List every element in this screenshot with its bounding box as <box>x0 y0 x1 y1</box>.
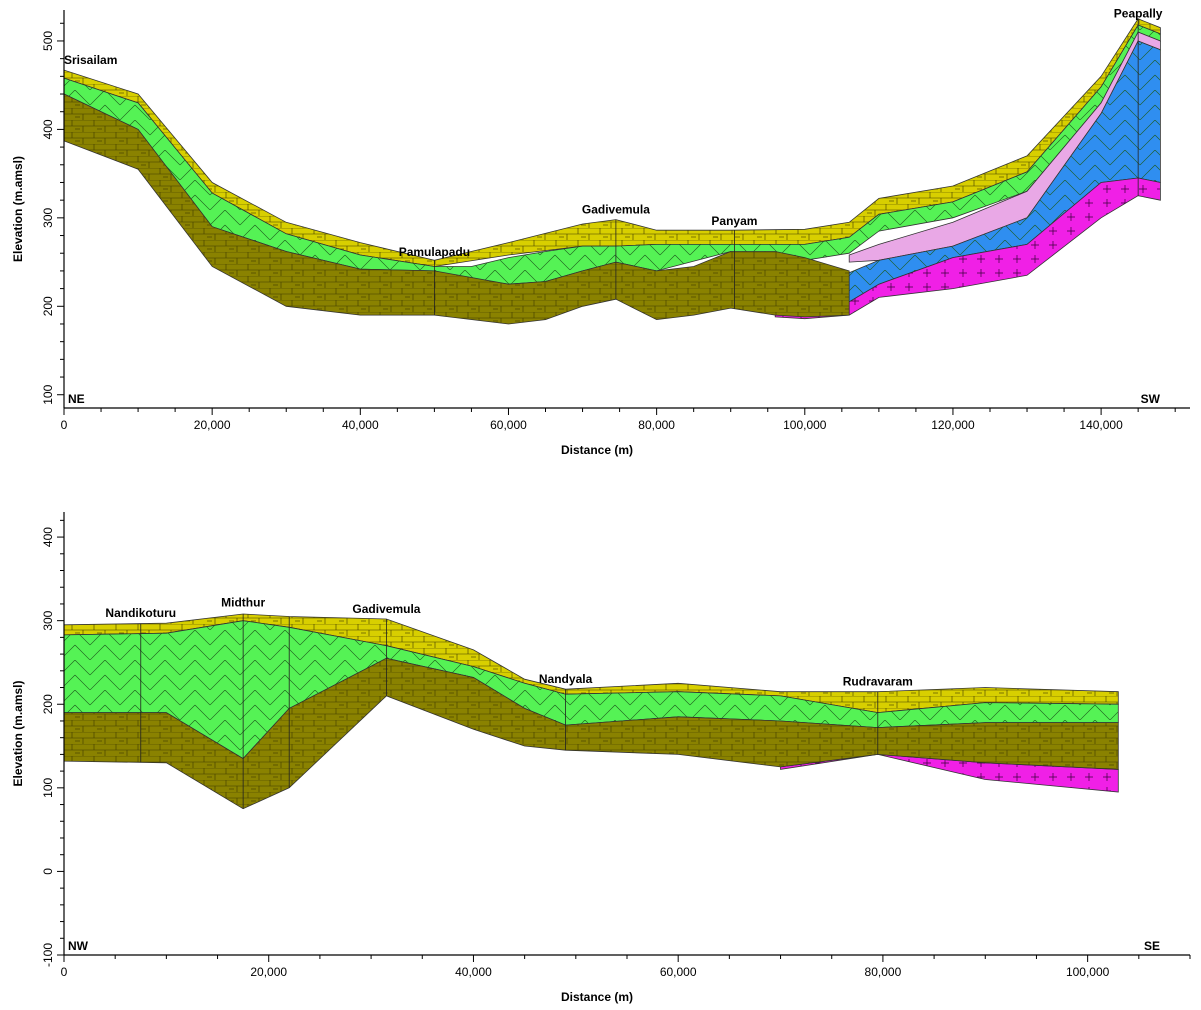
layer-4-pattern <box>775 178 1161 319</box>
location-label: Pamulapadu <box>399 245 470 259</box>
location-label: Nandyala <box>539 672 593 686</box>
direction-label-left: NW <box>68 939 89 953</box>
y-tick-label: 100 <box>41 384 55 404</box>
y-tick-label: 300 <box>41 610 55 630</box>
y-tick-label: 200 <box>41 296 55 316</box>
lower-cross-section: -100 0 100 200 300 400 0 20,000 40,000 60,000 80,0… <box>11 512 1191 1004</box>
location-label: Gadivemula <box>582 203 650 217</box>
x-tick-label: 60,000 <box>660 965 697 979</box>
y-axis-title: Elevation (m.amsl) <box>11 680 25 786</box>
location-label: Peapally <box>1114 6 1163 20</box>
y-tick-label: -100 <box>41 943 55 967</box>
y-tick-label: 0 <box>41 868 55 875</box>
upper-cross-section: 100 200 300 400 500 0 20,000 40,000 60,000 80,000… <box>11 6 1190 457</box>
y-tick-label: 400 <box>41 119 55 139</box>
y-tick-label: 200 <box>41 694 55 714</box>
y-axis-title: Elevation (m.amsl) <box>11 156 25 262</box>
layer-3-pattern <box>64 658 1119 809</box>
location-label: Srisailam <box>64 53 117 67</box>
location-label: Midthur <box>221 595 265 609</box>
layer-3-pattern <box>775 41 1161 316</box>
layer-2-pattern <box>780 754 1119 792</box>
y-tick-label: 300 <box>41 208 55 228</box>
y-tick-label: 400 <box>41 527 55 547</box>
direction-label-left: NE <box>68 392 85 406</box>
location-label: Nandikoturu <box>105 606 176 620</box>
x-tick-label: 100,000 <box>783 418 827 432</box>
x-tick-label: 40,000 <box>455 965 492 979</box>
x-tick-label: 20,000 <box>250 965 287 979</box>
x-tick-label: 20,000 <box>194 418 231 432</box>
x-tick-label: 100,000 <box>1066 965 1110 979</box>
layer-5-pattern <box>64 94 850 324</box>
direction-label-right: SE <box>1144 939 1160 953</box>
x-tick-label: 40,000 <box>342 418 379 432</box>
x-tick-label: 0 <box>61 418 68 432</box>
x-tick-label: 140,000 <box>1079 418 1123 432</box>
layer-0-pattern <box>64 18 1161 267</box>
y-tick-label: 500 <box>41 31 55 51</box>
location-label: Rudravaram <box>843 675 913 689</box>
x-tick-label: 80,000 <box>638 418 675 432</box>
x-axis-title: Distance (m) <box>561 990 633 1004</box>
x-tick-label: 0 <box>61 965 68 979</box>
layer-1-pattern <box>64 25 1161 285</box>
x-tick-label: 80,000 <box>865 965 902 979</box>
x-tick-label: 120,000 <box>931 418 975 432</box>
location-label: Gadivemula <box>352 602 420 616</box>
y-tick-label: 100 <box>41 777 55 797</box>
layer-1-pattern <box>64 620 1119 759</box>
x-axis-title: Distance (m) <box>561 443 633 457</box>
x-tick-label: 60,000 <box>490 418 527 432</box>
location-label: Panyam <box>711 214 757 228</box>
direction-label-right: SW <box>1141 392 1161 406</box>
